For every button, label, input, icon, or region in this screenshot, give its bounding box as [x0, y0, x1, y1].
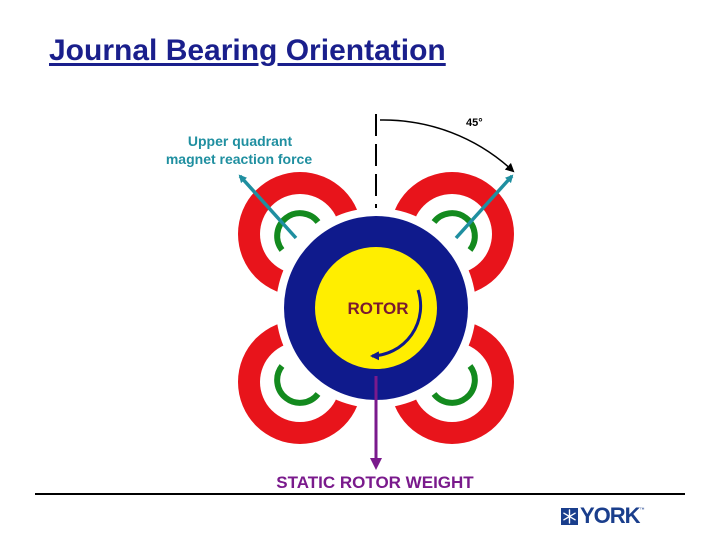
angle-label: 45° — [466, 117, 483, 129]
rotor-inner — [315, 247, 437, 369]
rotor-label: ROTOR — [347, 299, 408, 318]
logo-text: YORK — [580, 503, 641, 528]
footer-divider — [35, 493, 685, 495]
page-title: Journal Bearing Orientation — [49, 34, 446, 67]
coil-lower-right — [431, 364, 478, 406]
angle-arc-icon — [379, 119, 515, 173]
coil-upper-left — [274, 210, 321, 252]
rotation-arrow-icon — [370, 289, 423, 361]
coil-upper-right — [431, 210, 478, 252]
upper-quadrant-label-line1: Upper quadrant — [188, 133, 293, 149]
snowflake-icon — [561, 507, 578, 525]
york-logo: YORK ™ — [561, 505, 645, 527]
upper-quadrant-label-line2: magnet reaction force — [166, 151, 312, 167]
force-arrow-icon — [238, 174, 298, 240]
coil-lower-left — [274, 364, 321, 406]
logo-trademark: ™ — [639, 507, 645, 513]
force-arrow-icon — [454, 174, 514, 240]
static-weight-label: STATIC ROTOR WEIGHT — [276, 473, 474, 492]
